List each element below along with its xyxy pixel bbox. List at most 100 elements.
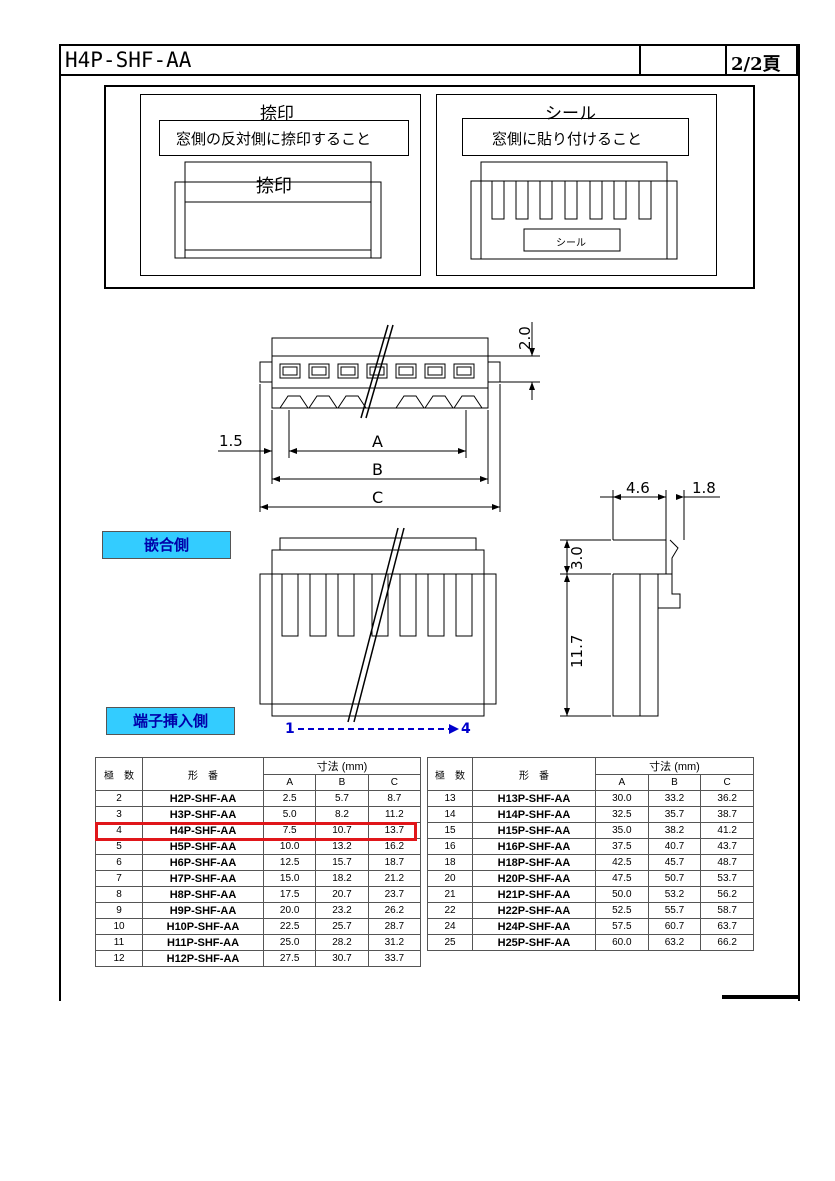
- poles-cell: 15: [427, 822, 473, 839]
- dimension-cell: 12.5: [262, 854, 317, 871]
- poles-cell: 16: [427, 838, 473, 855]
- dimension-cell: 55.7: [647, 902, 702, 919]
- dimension-cell: 27.5: [262, 950, 317, 967]
- dimension-cell: 50.7: [647, 870, 702, 887]
- part-number-cell: H11P-SHF-AA: [142, 934, 264, 951]
- part-number-cell: H9P-SHF-AA: [142, 902, 264, 919]
- dimension-cell: 41.2: [700, 822, 754, 839]
- title-block: H4P-SHF-AA 2/2頁: [59, 44, 798, 76]
- dimension-cell: 35.7: [647, 806, 702, 823]
- dimension-cell: 56.2: [700, 886, 754, 903]
- dimension-cell: 36.2: [700, 790, 754, 807]
- dimension-cell: 15.7: [315, 854, 369, 871]
- dimension-cell: 57.5: [595, 918, 649, 935]
- part-number-cell: H3P-SHF-AA: [142, 806, 264, 823]
- part-number-cell: H15P-SHF-AA: [472, 822, 596, 839]
- dimension-cell: 53.7: [700, 870, 754, 887]
- poles-cell: 14: [427, 806, 473, 823]
- dimension-cell: 63.7: [700, 918, 754, 935]
- poles-cell: 3: [95, 806, 143, 823]
- dimension-cell: 42.5: [595, 854, 649, 871]
- dimension-cell: 20.7: [315, 886, 369, 903]
- dimension-cell: 35.0: [595, 822, 649, 839]
- seal-panel: [436, 94, 717, 276]
- poles-cell: 7: [95, 870, 143, 887]
- pin-end-label: 4: [461, 721, 471, 737]
- dimension-cell: 37.5: [595, 838, 649, 855]
- dimension-cell: 60.0: [595, 934, 649, 951]
- dim-a: A: [372, 432, 383, 451]
- dimension-cell: 8.2: [315, 806, 369, 823]
- part-number-cell: H10P-SHF-AA: [142, 918, 264, 935]
- col-b: B: [647, 774, 702, 791]
- col-part-number: 形 番: [142, 757, 264, 791]
- dimension-cell: 23.7: [367, 886, 422, 903]
- poles-cell: 10: [95, 918, 143, 935]
- dimension-cell: 33.2: [647, 790, 702, 807]
- seal-note: 窓側に貼り付けること: [492, 130, 643, 148]
- dimension-cell: 50.0: [595, 886, 649, 903]
- poles-cell: 20: [427, 870, 473, 887]
- dimension-cell: 26.2: [367, 902, 422, 919]
- dimension-cell: 28.7: [367, 918, 422, 935]
- drawing-title: H4P-SHF-AA: [65, 48, 192, 72]
- dimension-cell: 25.7: [315, 918, 369, 935]
- part-number-cell: H22P-SHF-AA: [472, 902, 596, 919]
- dimension-cell: 11.2: [367, 806, 422, 823]
- mating-side-label: 嵌合側: [102, 531, 231, 559]
- dimension-cell: 18.2: [315, 870, 369, 887]
- stamp-panel: [140, 94, 421, 276]
- dimension-cell: 18.7: [367, 854, 422, 871]
- dimension-cell: 30.7: [315, 950, 369, 967]
- frame-corner-line: [722, 995, 798, 999]
- marking-section: [104, 85, 755, 289]
- seal-note-box: [462, 118, 689, 156]
- dim-11-7: 11.7: [568, 634, 586, 668]
- dimension-cell: 47.5: [595, 870, 649, 887]
- dimension-cell: 21.2: [367, 870, 422, 887]
- col-a: A: [595, 774, 649, 791]
- col-dimensions: 寸法 (mm): [263, 757, 421, 775]
- dimension-cell: 48.7: [700, 854, 754, 871]
- stamp-note-box: [159, 120, 409, 156]
- stamp-body-label: 捺印: [256, 176, 292, 197]
- seal-body-label: シール: [556, 238, 586, 249]
- col-a: A: [262, 774, 317, 791]
- part-number-cell: H21P-SHF-AA: [472, 886, 596, 903]
- poles-cell: 6: [95, 854, 143, 871]
- dimension-cell: 43.7: [700, 838, 754, 855]
- part-number-cell: H7P-SHF-AA: [142, 870, 264, 887]
- dimension-cell: 22.5: [262, 918, 317, 935]
- dimension-cell: 20.0: [262, 902, 317, 919]
- dimension-cell: 25.0: [262, 934, 317, 951]
- dimension-cell: 31.2: [367, 934, 422, 951]
- dimension-cell: 53.2: [647, 886, 702, 903]
- dimension-cell: 45.7: [647, 854, 702, 871]
- poles-cell: 11: [95, 934, 143, 951]
- dimension-cell: 5.0: [262, 806, 317, 823]
- part-number-cell: H6P-SHF-AA: [142, 854, 264, 871]
- dimension-cell: 2.5: [262, 790, 317, 807]
- page-number: 2/2頁: [731, 54, 781, 75]
- col-c: C: [700, 774, 754, 791]
